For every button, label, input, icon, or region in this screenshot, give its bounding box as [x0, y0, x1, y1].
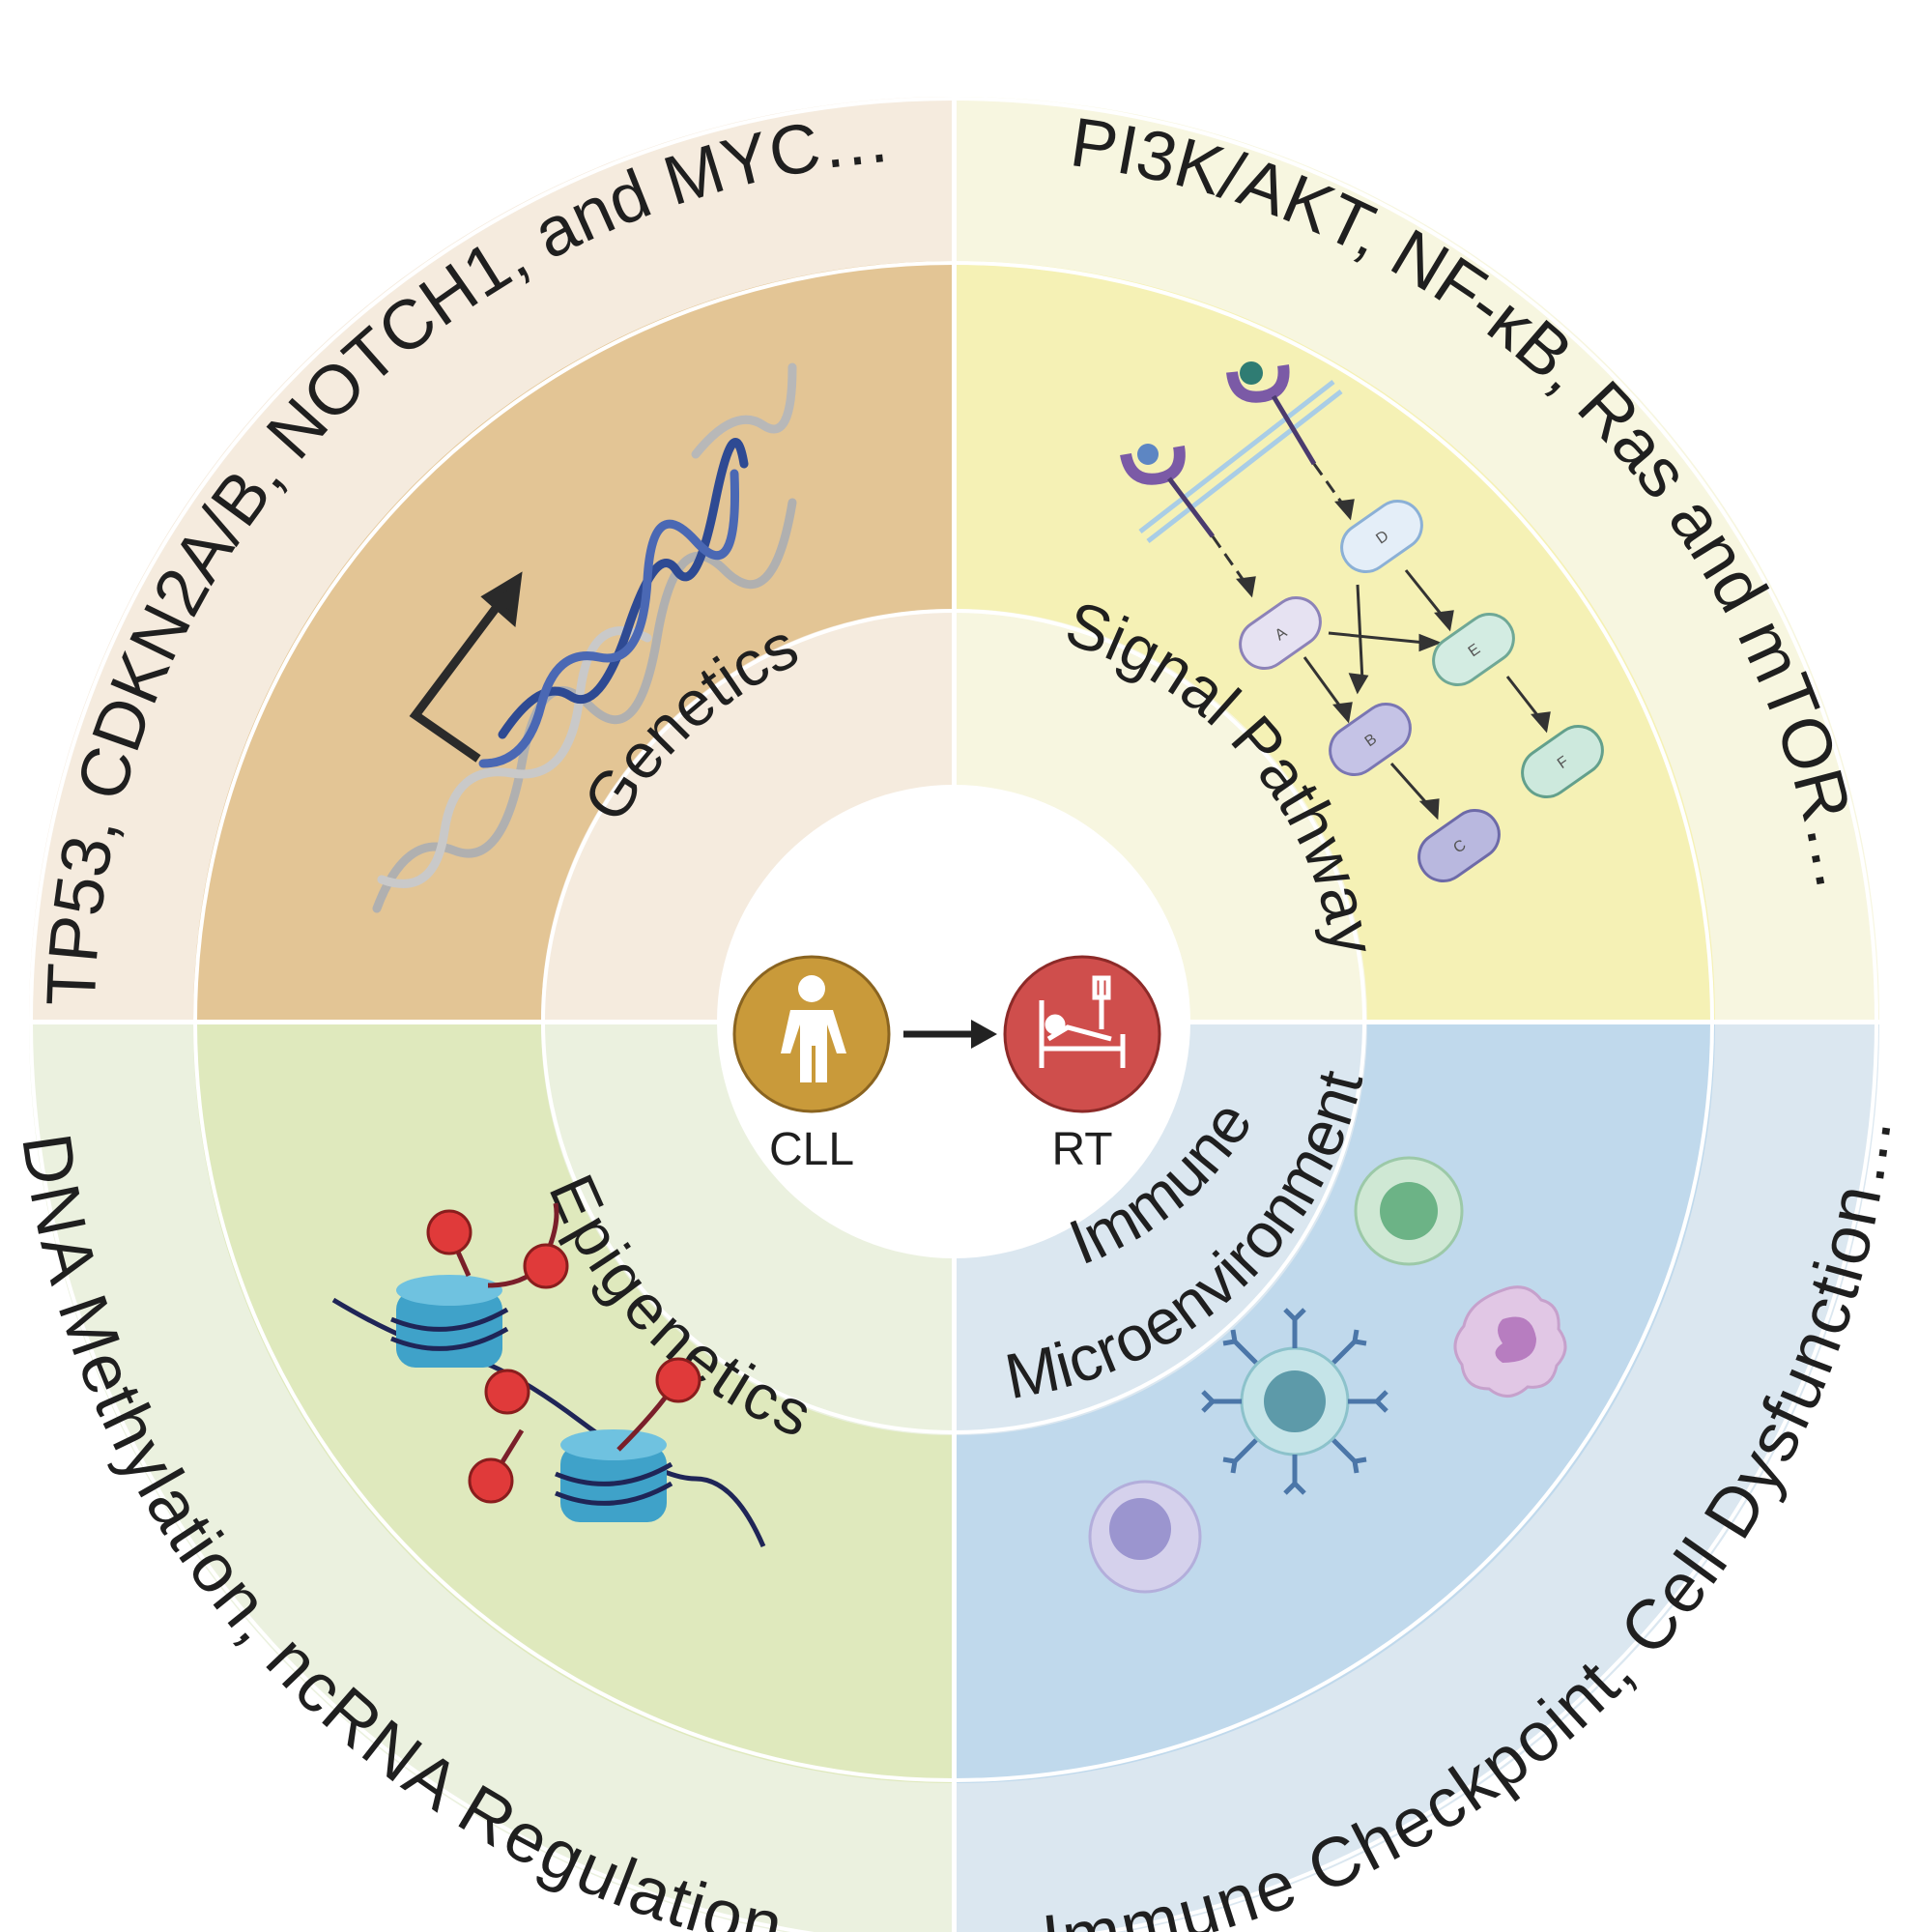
signal-pathway-illustration: A B C D E F	[1120, 361, 1604, 882]
receptor-icon	[1120, 361, 1317, 538]
pathway-node-e: E	[1432, 613, 1515, 686]
methyl-group-icon	[426, 1202, 701, 1504]
pathway-arrows	[1211, 463, 1551, 821]
nk-cell-icon	[1088, 1480, 1202, 1594]
immune-cells-illustration	[1088, 1156, 1567, 1594]
rt-circle	[1003, 955, 1161, 1113]
cll-label: CLL	[769, 1124, 854, 1175]
promoter-arrow-icon	[409, 571, 523, 763]
pathway-node-f: F	[1521, 725, 1604, 798]
nucleosome-icon	[555, 1429, 673, 1522]
cll-node	[732, 955, 891, 1113]
nucleosome-icon	[390, 1275, 509, 1368]
center-disk	[717, 785, 1190, 1258]
monocyte-icon	[1453, 1285, 1567, 1398]
cell-membrane-icon	[1138, 380, 1343, 543]
t-cell-icon	[1354, 1156, 1464, 1266]
rt-label: RT	[1051, 1124, 1112, 1175]
hospital-bed-icon	[1039, 975, 1126, 1068]
rt-node	[1003, 955, 1161, 1113]
b-cell-icon	[1201, 1308, 1388, 1495]
dna-helix-icon	[372, 362, 797, 913]
nucleosome-illustration	[331, 1202, 766, 1547]
pathway-node-c: C	[1417, 809, 1501, 882]
pathway-node-a: A	[1239, 596, 1322, 670]
person-icon	[781, 975, 846, 1082]
progression-arrow	[903, 1020, 997, 1049]
pathway-node-d: D	[1340, 500, 1423, 573]
pathway-node-b: B	[1329, 703, 1412, 776]
